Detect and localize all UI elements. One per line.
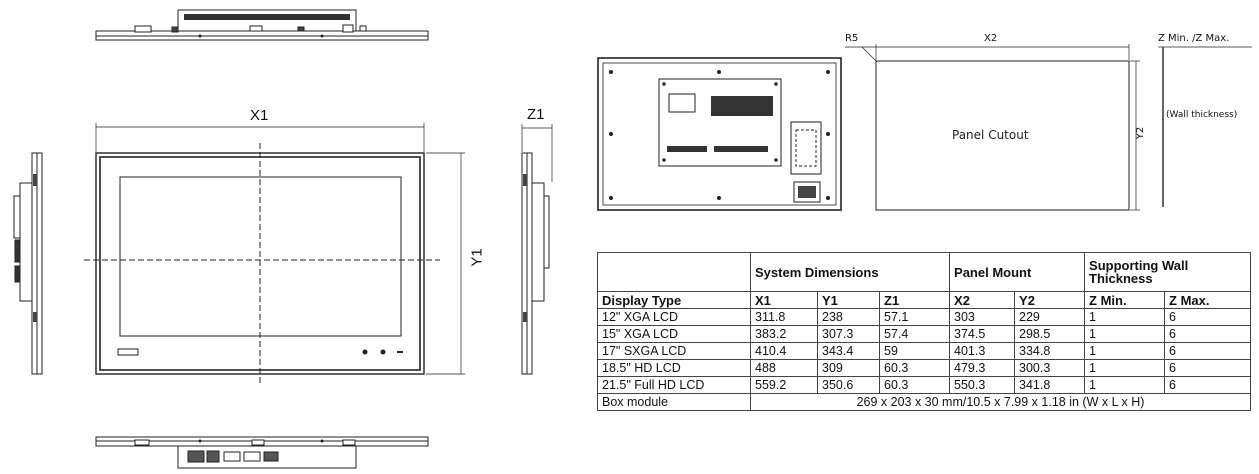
table-cell: 1 [1084,359,1166,377]
front-view [84,123,465,384]
bottom-view [95,436,429,469]
table-cell: 1 [1084,342,1166,360]
column-header: Z Max. [1164,291,1252,309]
table-cell: 550.3 [949,376,1016,394]
z1-label: Z1 [527,106,545,123]
y2-label: Y2 [1135,126,1147,140]
table-cell: 60.3 [878,376,951,394]
column-header: Z Min. [1084,291,1166,309]
box-module-value: 269 x 203 x 30 mm/10.5 x 7.99 x 1.18 in … [749,393,1252,411]
table-cell: 334.8 [1014,342,1086,360]
x2-label: X2 [984,33,998,44]
empty-header-cell [597,252,751,292]
column-header: X2 [949,291,1016,309]
table-cell: 57.1 [878,308,951,326]
panel-cutout [845,44,1252,211]
table-cell: 59 [878,342,951,360]
supporting-wall-header: Supporting Wall Thickness [1084,252,1252,292]
table-cell: 60.3 [878,359,951,377]
table-cell: 1 [1084,308,1166,326]
table-cell: 229 [1014,308,1086,326]
z-minmax-label: Z Min. /Z Max. [1158,33,1230,44]
top-view [95,9,429,41]
y1-label: Y1 [468,248,486,267]
dimensions-table: System Dimensions Panel Mount Supporting… [597,252,1252,411]
box-module-label: Box module [597,393,751,411]
table-cell: 307.3 [817,325,880,343]
panel-mount-header: Panel Mount [949,252,1086,292]
table-cell: 341.8 [1014,376,1086,394]
table-cell: 300.3 [1014,359,1086,377]
table-cell: 383.2 [750,325,818,343]
table-cell: 6 [1164,325,1252,343]
table-cell: 21.5" Full HD LCD [597,376,751,394]
table-cell: 309 [817,359,880,377]
table-cell: 374.5 [949,325,1016,343]
wall-thickness-label: (Wall thickness) [1166,110,1238,120]
table-cell: 311.8 [750,308,818,326]
table-cell: 238 [817,308,880,326]
table-cell: 303 [949,308,1016,326]
table-cell: 1 [1084,325,1166,343]
r5-label: R5 [845,33,859,44]
table-cell: 479.3 [949,359,1016,377]
table-cell: 401.3 [949,342,1016,360]
table-cell: 410.4 [750,342,818,360]
column-header: Y1 [817,291,880,309]
panel-cutout-label: Panel Cutout [952,128,1029,142]
left-side-view [13,152,43,375]
table-cell: 1 [1084,376,1166,394]
table-cell: 6 [1164,342,1252,360]
rear-view [597,57,842,211]
column-header: Y2 [1014,291,1086,309]
table-cell: 6 [1164,308,1252,326]
table-cell: 350.6 [817,376,880,394]
x1-label: X1 [250,107,269,124]
column-header: Z1 [878,291,951,309]
column-header: X1 [750,291,818,309]
table-cell: 488 [750,359,818,377]
table-cell: 17" SXGA LCD [597,342,751,360]
table-column-header-row: Display Type X1 Y1 Z1 X2 Y2 Z Min. Z Max… [597,291,1252,309]
system-dimensions-header: System Dimensions [749,252,951,292]
table-cell: 343.4 [817,342,880,360]
column-header: Display Type [597,291,751,309]
table-group-header-row: System Dimensions Panel Mount Supporting… [597,252,1252,292]
table-cell: 15" XGA LCD [597,325,751,343]
table-cell: 6 [1164,359,1252,377]
table-cell: 6 [1164,376,1252,394]
box-module-row: Box module 269 x 203 x 30 mm/10.5 x 7.99… [597,393,1252,411]
table-cell: 559.2 [750,376,818,394]
table-cell: 18.5" HD LCD [597,359,751,377]
table-cell: 57.4 [878,325,951,343]
right-side-view [521,124,553,375]
table-cell: 298.5 [1014,325,1086,343]
table-cell: 12" XGA LCD [597,308,751,326]
